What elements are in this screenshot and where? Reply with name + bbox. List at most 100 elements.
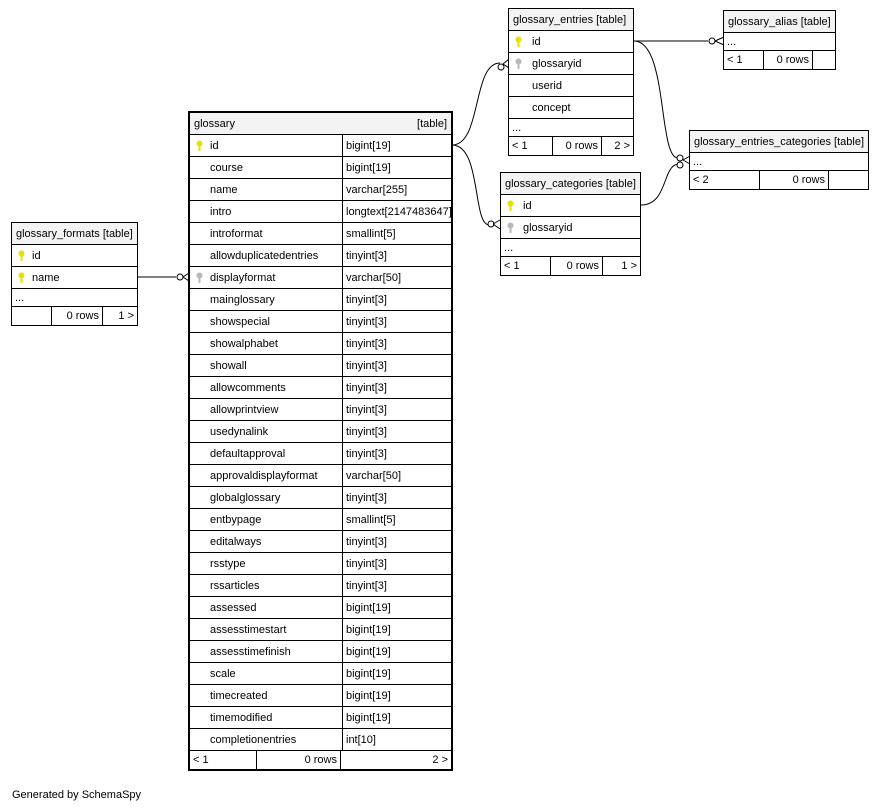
table-glossary-alias[interactable]: glossary_alias [table] ... < 1 0 rows xyxy=(723,10,836,70)
table-header: glossary_categories [table] xyxy=(501,173,640,195)
column-name: showalphabet xyxy=(210,337,278,350)
column-type: varchar[50] xyxy=(342,465,451,486)
column-type: bigint[19] xyxy=(342,619,451,640)
column-type: bigint[19] xyxy=(342,597,451,618)
column-name: allowcomments xyxy=(210,381,286,394)
children-count: 1 > xyxy=(118,310,134,322)
column-name: scale xyxy=(210,667,236,680)
column-type: tinyint[3] xyxy=(342,245,451,266)
column-name: displayformat xyxy=(210,271,276,284)
row-count: 0 rows xyxy=(764,51,813,69)
column-row: entbypage smallint[5] xyxy=(190,509,451,531)
column-type: tinyint[3] xyxy=(342,421,451,442)
column-name: name xyxy=(210,183,238,196)
crowfoot-circle xyxy=(676,161,684,169)
table-glossary-formats[interactable]: glossary_formats [table] id name ... 0 r… xyxy=(11,222,138,326)
table-glossary-categories[interactable]: glossary_categories [table] id glossaryi… xyxy=(500,172,641,276)
ellipsis-row: ... xyxy=(12,289,137,307)
column-name: id xyxy=(32,249,41,262)
table-footer: < 2 0 rows xyxy=(690,171,868,189)
row-count: 0 rows xyxy=(553,137,602,155)
column-type: int[10] xyxy=(342,729,451,750)
column-row: concept xyxy=(509,97,633,119)
ellipsis-row: ... xyxy=(509,119,633,137)
relationship-entries-entriescategories xyxy=(633,40,679,159)
column-name: showall xyxy=(210,359,247,372)
table-glossary-entries-categories[interactable]: glossary_entries_categories [table] ... … xyxy=(689,130,869,190)
column-row: approvaldisplayformat varchar[50] xyxy=(190,465,451,487)
crowfoot-circle xyxy=(708,37,716,45)
table-tag: [table] xyxy=(417,117,447,130)
column-name: timecreated xyxy=(210,689,268,702)
column-name: allowprintview xyxy=(210,403,279,416)
column-name: userid xyxy=(532,79,562,92)
foreign-key-icon xyxy=(196,272,203,283)
parents-count xyxy=(12,307,52,325)
table-name: glossary_categories [table] xyxy=(505,177,636,190)
table-glossary-entries[interactable]: glossary_entries [table] id glossaryid u… xyxy=(508,8,634,156)
column-name: approvaldisplayformat xyxy=(210,469,318,482)
primary-key-icon xyxy=(18,250,25,261)
table-footer: < 1 0 rows 2 > xyxy=(190,751,451,769)
column-type: bigint[19] xyxy=(342,641,451,662)
column-name: assesstimestart xyxy=(210,623,287,636)
crowfoot-circle xyxy=(676,154,684,162)
column-name: allowduplicatedentries xyxy=(210,249,319,262)
relationship-categories-entriescategories xyxy=(640,163,679,206)
ellipsis-row: ... xyxy=(501,239,640,257)
column-name: editalways xyxy=(210,535,262,548)
column-name: assesstimefinish xyxy=(210,645,291,658)
primary-key-icon xyxy=(196,140,203,151)
column-name: globalglossary xyxy=(210,491,281,504)
column-row: assesstimefinish bigint[19] xyxy=(190,641,451,663)
table-name: glossary_alias [table] xyxy=(728,15,831,28)
children-count: 1 > xyxy=(621,260,637,272)
table-name: glossary_entries [table] xyxy=(513,13,627,26)
column-type: tinyint[3] xyxy=(342,531,451,552)
column-name: intro xyxy=(210,205,232,218)
table-name: glossary xyxy=(194,117,235,130)
primary-key-icon xyxy=(515,36,522,47)
column-type: tinyint[3] xyxy=(342,355,451,376)
column-name: entbypage xyxy=(210,513,262,526)
column-type: bigint[19] xyxy=(342,157,451,178)
column-name: usedynalink xyxy=(210,425,269,438)
parents-count: < 1 xyxy=(509,137,553,155)
children-count xyxy=(829,171,868,189)
column-row: allowduplicatedentries tinyint[3] xyxy=(190,245,451,267)
column-type: smallint[5] xyxy=(342,509,451,530)
row-count: 0 rows xyxy=(52,307,103,325)
column-name: assessed xyxy=(210,601,257,614)
column-type: tinyint[3] xyxy=(342,289,451,310)
column-type: tinyint[3] xyxy=(342,399,451,420)
column-row: editalways tinyint[3] xyxy=(190,531,451,553)
table-footer: 0 rows 1 > xyxy=(12,307,137,325)
crowfoot xyxy=(492,219,501,230)
row-count: 0 rows xyxy=(551,257,603,275)
column-name: glossaryid xyxy=(523,221,573,234)
crowfoot-circle xyxy=(487,220,495,228)
column-type: smallint[5] xyxy=(342,223,451,244)
primary-key-icon xyxy=(507,200,514,211)
table-footer: < 1 0 rows 2 > xyxy=(509,137,633,155)
foreign-key-icon xyxy=(515,58,522,69)
parents-count: < 1 xyxy=(501,257,551,275)
children-count xyxy=(813,51,835,69)
column-name: name xyxy=(32,271,60,284)
row-count: 0 rows xyxy=(257,751,341,769)
column-name: showspecial xyxy=(210,315,270,328)
column-type: tinyint[3] xyxy=(342,575,451,596)
